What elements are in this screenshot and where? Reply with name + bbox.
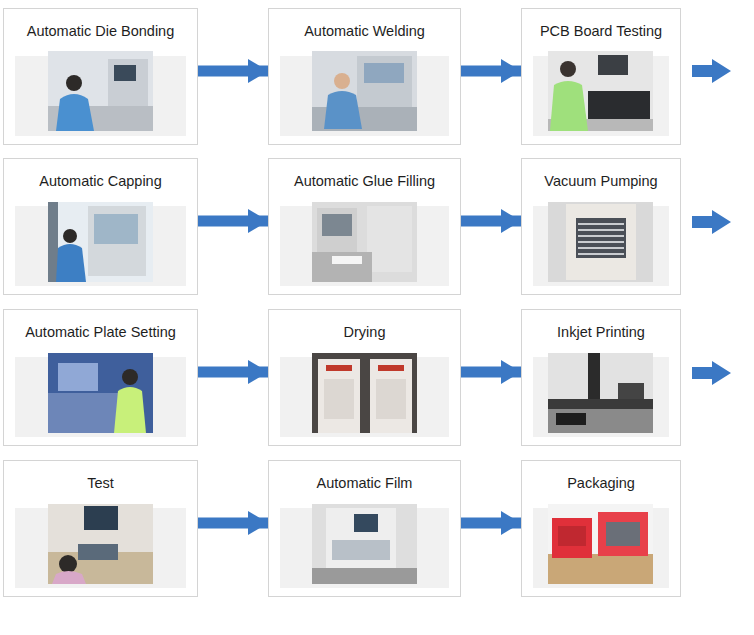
step-title: Automatic Capping	[4, 172, 197, 190]
continuation-arrow	[692, 59, 731, 385]
process-box: Automatic Capping	[3, 158, 198, 295]
photo	[548, 504, 653, 584]
flow-arrow	[461, 216, 521, 227]
process-box: Automatic Film	[268, 460, 461, 597]
step-title: Automatic Welding	[269, 22, 460, 40]
step-title: Automatic Die Bonding	[4, 22, 197, 40]
process-box: Test	[3, 460, 198, 597]
step-title: PCB Board Testing	[522, 22, 680, 40]
process-box: Vacuum Pumping	[521, 158, 681, 295]
process-box: Automatic Welding	[268, 8, 461, 145]
flow-arrow	[461, 66, 521, 77]
process-box: Inkjet Printing	[521, 309, 681, 446]
step-title: Automatic Glue Filling	[269, 172, 460, 190]
photo	[312, 202, 417, 282]
photo	[312, 353, 417, 433]
photo	[48, 353, 153, 433]
step-title: Drying	[269, 323, 460, 341]
step-title: Test	[4, 474, 197, 492]
photo	[48, 202, 153, 282]
photo	[312, 51, 417, 131]
step-title: Packaging	[522, 474, 680, 492]
process-box: Automatic Plate Setting	[3, 309, 198, 446]
photo	[312, 504, 417, 584]
process-box: Packaging	[521, 460, 681, 597]
flow-arrow	[198, 216, 268, 227]
flow-arrow	[198, 367, 268, 378]
process-box: PCB Board Testing	[521, 8, 681, 145]
flow-arrow	[198, 518, 268, 529]
photo	[548, 353, 653, 433]
step-title: Vacuum Pumping	[522, 172, 680, 190]
photo	[548, 202, 653, 282]
flow-arrow	[198, 66, 268, 77]
photo	[48, 51, 153, 131]
process-box: Automatic Glue Filling	[268, 158, 461, 295]
step-title: Automatic Plate Setting	[4, 323, 197, 341]
step-title: Automatic Film	[269, 474, 460, 492]
step-title: Inkjet Printing	[522, 323, 680, 341]
photo	[548, 51, 653, 131]
flow-arrow	[461, 518, 521, 529]
photo-strip	[15, 56, 669, 588]
process-box: Automatic Die Bonding	[3, 8, 198, 145]
photo	[48, 504, 153, 584]
flow-arrow	[461, 367, 521, 378]
process-box: Drying	[268, 309, 461, 446]
